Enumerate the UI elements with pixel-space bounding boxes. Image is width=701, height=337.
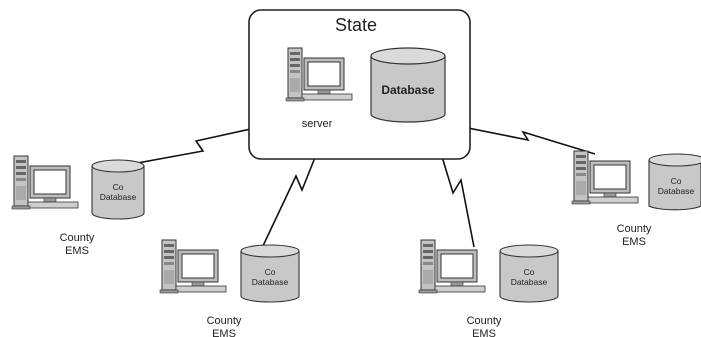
ems-label: EMS	[622, 236, 646, 248]
county-computer-icon	[11, 155, 79, 210]
county-database-cylinder: Co Database	[648, 153, 701, 211]
county-db-line2: Database	[252, 277, 289, 287]
county-label: County	[60, 232, 95, 244]
county-computer-icon	[418, 239, 486, 294]
ems-label: EMS	[65, 245, 89, 257]
county-site-bottom-right: Co Database County EMS	[418, 239, 559, 337]
county-database-cylinder: Co Database	[499, 244, 559, 303]
server-label: server	[302, 118, 333, 130]
county-site-left: Co Database County EMS	[11, 155, 145, 257]
ems-label: EMS	[472, 328, 496, 337]
ems-label: EMS	[212, 328, 236, 337]
county-label: County	[467, 315, 502, 327]
county-database-cylinder: Co Database	[91, 159, 145, 220]
county-computer-icon	[159, 239, 227, 294]
county-db-line1: Co	[671, 176, 682, 186]
county-db-line1: Co	[113, 182, 124, 192]
link-right	[457, 125, 596, 155]
link-bottom-left	[261, 149, 319, 249]
state-database-label: Database	[381, 83, 435, 97]
county-label: County	[207, 315, 242, 327]
county-computer-icon	[571, 150, 639, 205]
county-db-line2: Database	[100, 192, 137, 202]
county-db-line2: Database	[658, 186, 695, 196]
county-site-right: Co Database County EMS	[571, 150, 701, 248]
county-db-line1: Co	[524, 267, 535, 277]
county-site-bottom-left: Co Database County EMS	[159, 239, 300, 337]
link-bottom-right	[439, 149, 475, 248]
county-database-cylinder: Co Database	[240, 244, 300, 303]
county-label: County	[617, 223, 652, 235]
link-left	[115, 127, 256, 168]
state-database-cylinder: Database	[370, 47, 446, 123]
state-title: State	[335, 15, 377, 35]
state-box: State server Database	[248, 9, 471, 160]
county-db-line2: Database	[511, 277, 548, 287]
county-db-line1: Co	[265, 267, 276, 277]
